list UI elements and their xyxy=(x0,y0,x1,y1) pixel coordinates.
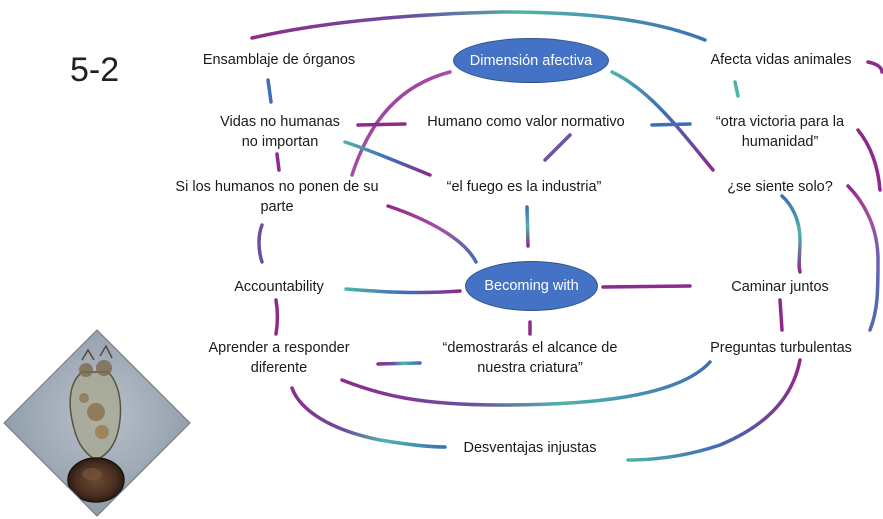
node-afecta-vidas: Afecta vidas animales xyxy=(710,52,852,68)
node-demostraras-line1: “demostrarás el alcance de xyxy=(442,340,618,356)
node-otra-victoria: “otra victoria para la humanidad” xyxy=(716,112,844,152)
node-desventajas: Desventajas injustas xyxy=(463,440,597,456)
node-si-humanos-line1: Si los humanos no ponen de su xyxy=(175,179,379,195)
hub-becoming-with-label: Becoming with xyxy=(484,278,579,294)
node-caminar-juntos: Caminar juntos xyxy=(731,279,829,295)
node-otra-victoria-line1: “otra victoria para la xyxy=(715,114,845,130)
node-aprender: Aprender a responder diferente xyxy=(208,338,349,378)
node-se-siente-solo: ¿se siente solo? xyxy=(727,179,833,195)
hub-dimension-afectiva-label: Dimensión afectiva xyxy=(469,52,593,69)
hub-becoming-with: Becoming with xyxy=(465,261,598,311)
node-demostraras-line2: nuestra criatura” xyxy=(477,360,583,376)
node-preguntas: Preguntas turbulentas xyxy=(710,340,852,356)
node-fuego: “el fuego es la industria” xyxy=(446,179,602,195)
node-vidas-line1: Vidas no humanas xyxy=(220,114,340,130)
node-si-humanos: Si los humanos no ponen de su parte xyxy=(175,177,378,217)
node-humano-valor: Humano como valor normativo xyxy=(427,114,625,130)
node-aprender-line1: Aprender a responder xyxy=(208,340,350,356)
node-otra-victoria-line2: humanidad” xyxy=(741,134,819,150)
node-aprender-line2: diferente xyxy=(250,360,308,376)
slide-number: 5-2 xyxy=(70,51,120,89)
node-vidas-no-humanas: Vidas no humanas no importan xyxy=(220,112,340,152)
node-si-humanos-line2: parte xyxy=(260,199,294,215)
node-vidas-line2: no importan xyxy=(241,134,319,150)
node-ensamblaje: Ensamblaje de órganos xyxy=(202,52,356,68)
hub-dimension-afectiva: Dimensión afectiva xyxy=(453,38,609,83)
node-demostraras: “demostrarás el alcance de nuestra criat… xyxy=(443,338,618,378)
node-accountability: Accountability xyxy=(234,279,324,295)
